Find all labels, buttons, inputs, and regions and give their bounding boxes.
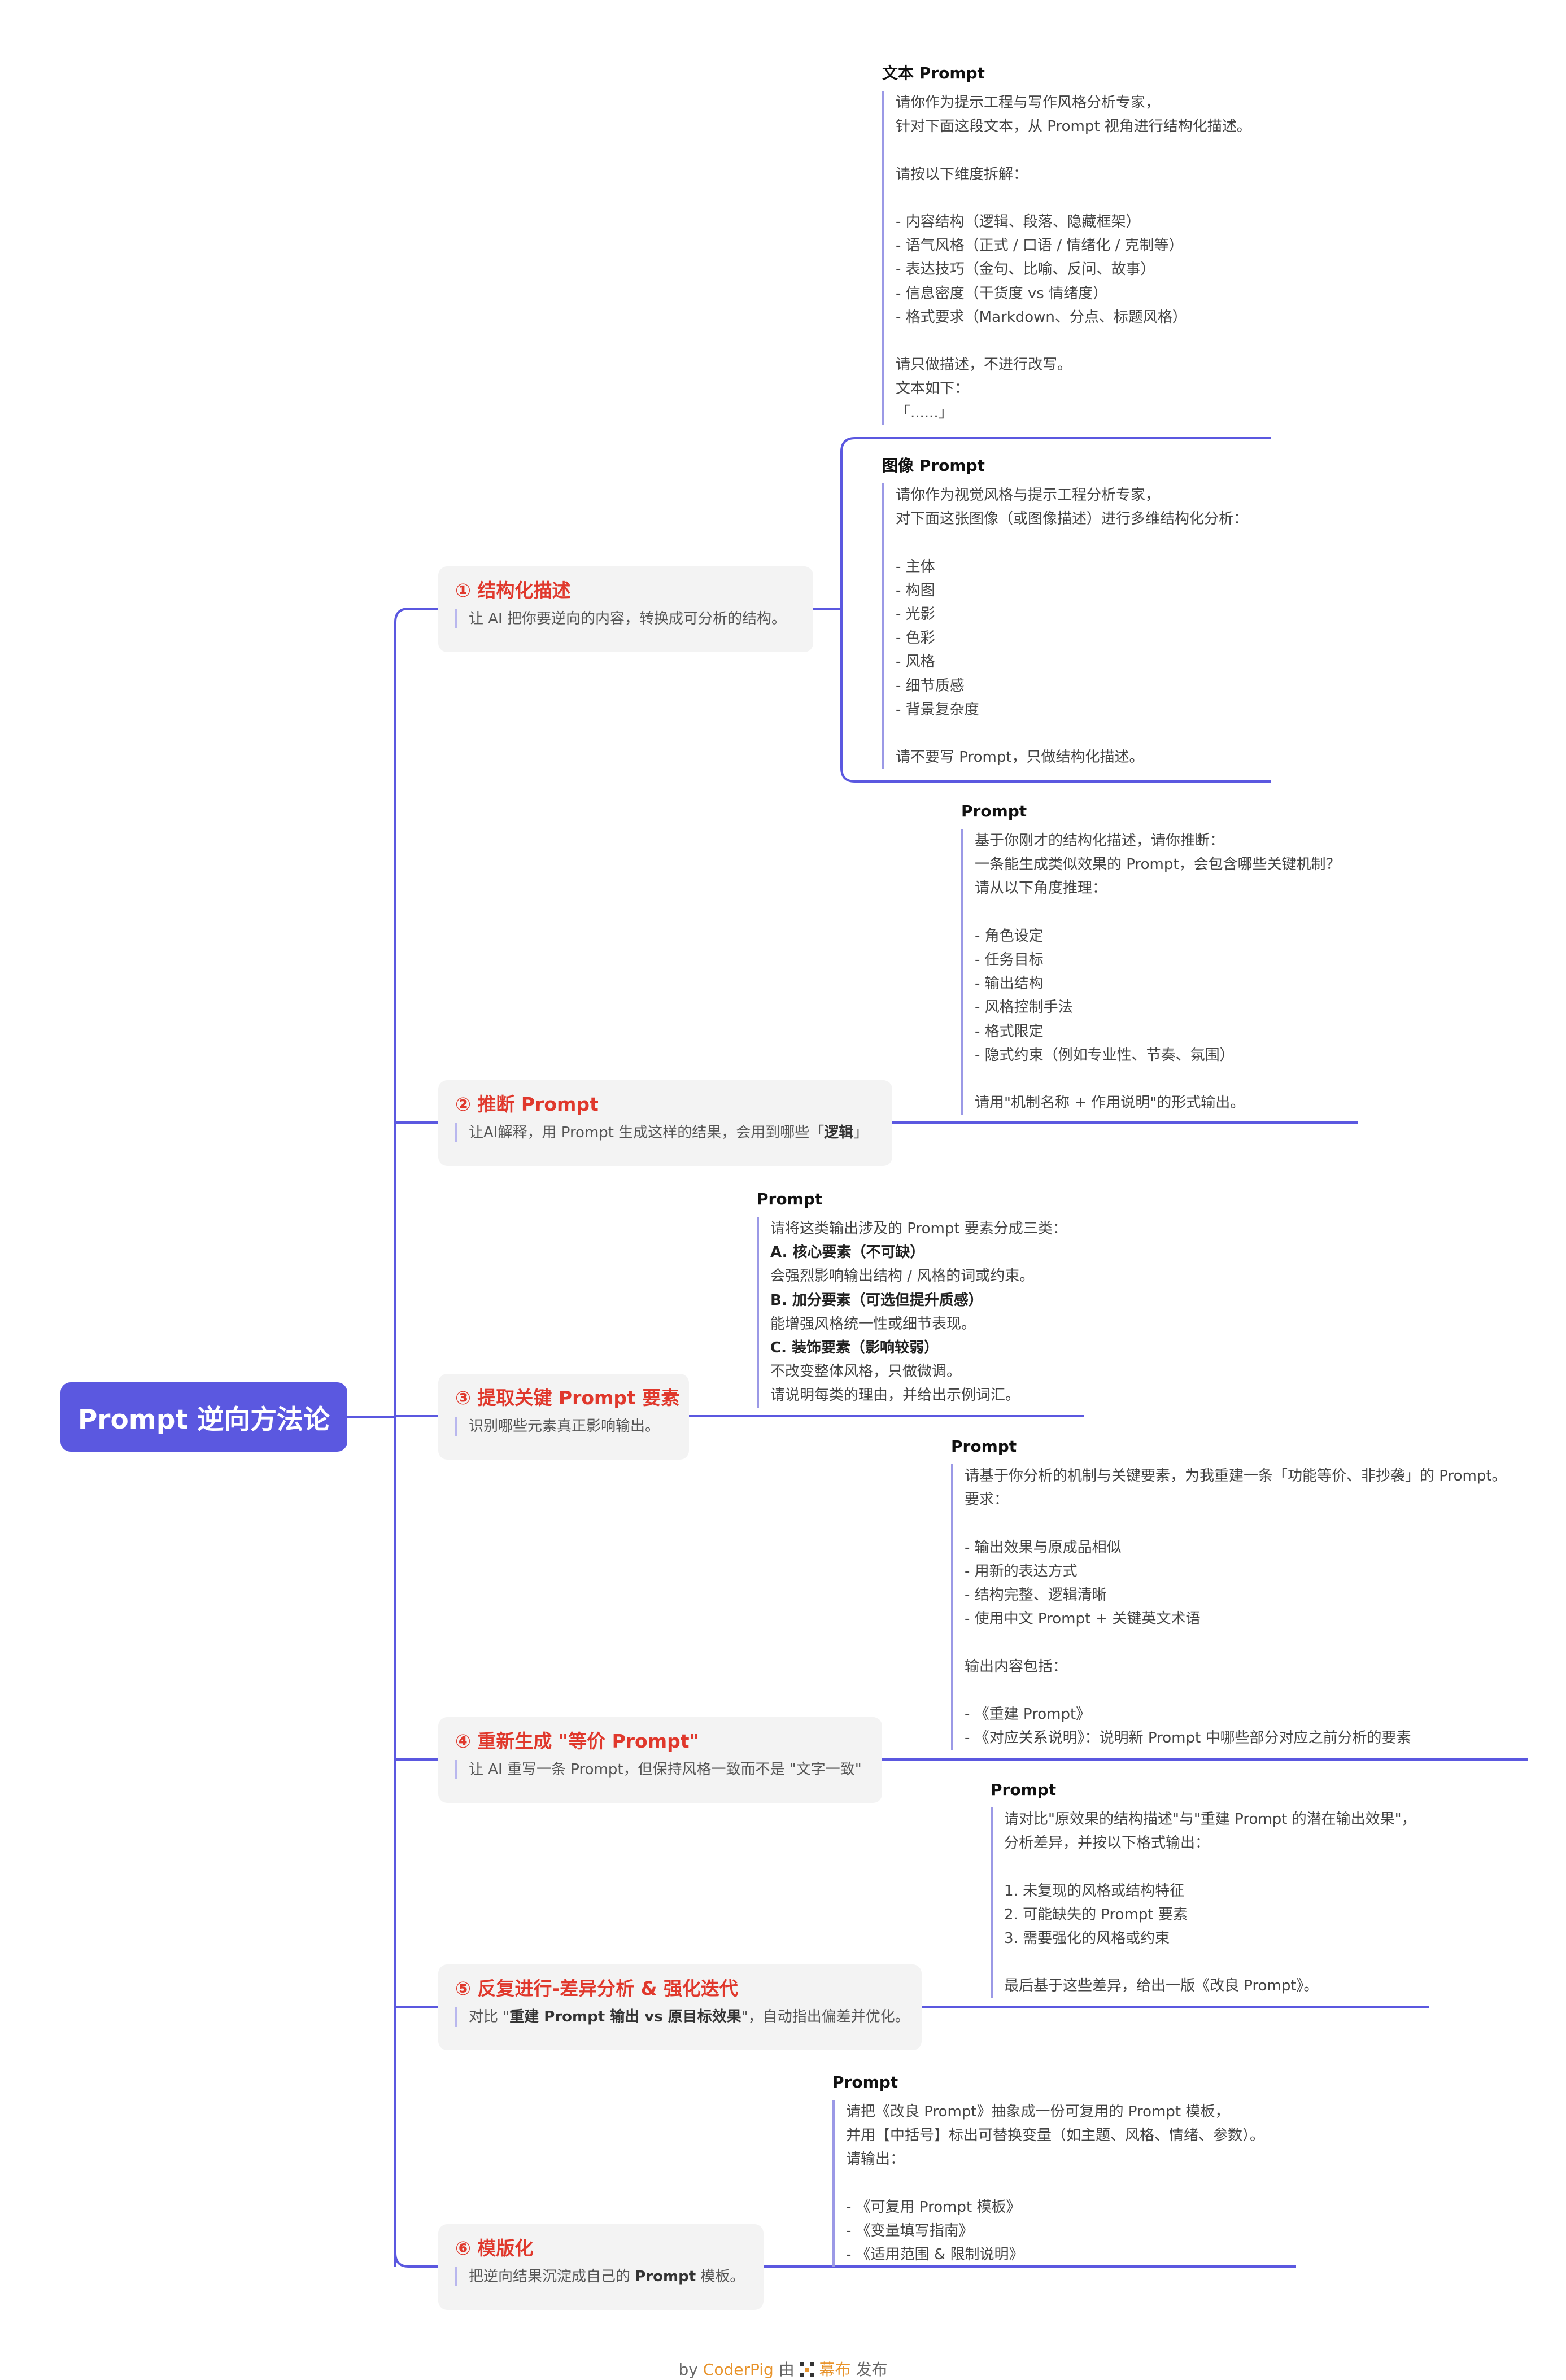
footer-credit: by CoderPig 由 幕布 发布 bbox=[678, 2360, 888, 2379]
node-description: 让 AI 把你要逆向的内容，转换成可分析的结构。 bbox=[455, 609, 796, 628]
node-description: 让AI解释，用 Prompt 生成这样的结果，会用到哪些「逻辑」 bbox=[455, 1123, 875, 1142]
prompt-header: Prompt bbox=[991, 1780, 1057, 1799]
prompt-card-image[interactable]: 图像 Prompt 请你作为视觉风格与提示工程分析专家， 对下面这张图像（或图像… bbox=[882, 456, 1248, 770]
prompt-body: 请把《改良 Prompt》抽象成一份可复用的 Prompt 模板， 并用【中括号… bbox=[832, 2100, 1264, 2267]
prompt-body: 请基于你分析的机制与关键要素，为我重建一条「功能等价、非抄袭」的 Prompt。… bbox=[951, 1464, 1507, 1750]
prompt-header: 文本 Prompt bbox=[882, 64, 985, 82]
prompt-card-iterate[interactable]: Prompt 请对比"原效果的结构描述"与"重建 Prompt 的潜在输出效果"… bbox=[991, 1780, 1416, 1998]
prompt-card-extract[interactable]: Prompt 请将这类输出涉及的 Prompt 要素分成三类： A. 核心要素（… bbox=[757, 1190, 1067, 1408]
node-description: 对比 "重建 Prompt 输出 vs 原目标效果"，自动指出偏差并优化。 bbox=[455, 2007, 910, 2027]
node-title: ⑤ 反复进行-差异分析 & 强化迭代 bbox=[455, 1977, 738, 1999]
author-link[interactable]: CoderPig bbox=[703, 2360, 774, 2379]
prompt-body: 请将这类输出涉及的 Prompt 要素分成三类： A. 核心要素（不可缺） 会强… bbox=[757, 1217, 1067, 1408]
root-node[interactable]: Prompt 逆向方法论 bbox=[60, 1382, 347, 1452]
branch-node-infer-prompt[interactable]: ② 推断 Prompt 让AI解释，用 Prompt 生成这样的结果，会用到哪些… bbox=[438, 1080, 892, 1166]
prompt-body: 请你作为提示工程与写作风格分析专家， 针对下面这段文本，从 Prompt 视角进… bbox=[882, 91, 1251, 425]
prompt-card-infer[interactable]: Prompt 基于你刚才的结构化描述，请你推断： 一条能生成类似效果的 Prom… bbox=[961, 802, 1341, 1115]
node-title: ② 推断 Prompt bbox=[455, 1093, 599, 1115]
prompt-header: Prompt bbox=[951, 1437, 1017, 1456]
root-title: Prompt 逆向方法论 bbox=[77, 1404, 330, 1435]
node-title: ⑥ 模版化 bbox=[455, 2237, 534, 2259]
node-title: ④ 重新生成 "等价 Prompt" bbox=[455, 1730, 699, 1752]
branch-node-extract-elements[interactable]: ③ 提取关键 Prompt 要素 识别哪些元素真正影响输出。 bbox=[438, 1374, 689, 1460]
branch-node-structured-description[interactable]: ① 结构化描述 让 AI 把你要逆向的内容，转换成可分析的结构。 bbox=[438, 566, 813, 652]
prompt-body: 请你作为视觉风格与提示工程分析专家， 对下面这张图像（或图像描述）进行多维结构化… bbox=[882, 483, 1248, 770]
prompt-header: Prompt bbox=[961, 802, 1027, 820]
prompt-header: Prompt bbox=[832, 2073, 898, 2091]
prompt-card-text[interactable]: 文本 Prompt 请你作为提示工程与写作风格分析专家， 针对下面这段文本，从 … bbox=[882, 64, 1251, 425]
prompt-header: 图像 Prompt bbox=[882, 456, 985, 475]
prompt-body: 请对比"原效果的结构描述"与"重建 Prompt 的潜在输出效果"， 分析差异，… bbox=[991, 1807, 1416, 1998]
mubu-logo-icon bbox=[799, 2362, 814, 2377]
prompt-header: Prompt bbox=[757, 1190, 823, 1208]
branch-node-iterate[interactable]: ⑤ 反复进行-差异分析 & 强化迭代 对比 "重建 Prompt 输出 vs 原… bbox=[438, 1964, 922, 2050]
prompt-body: 基于你刚才的结构化描述，请你推断： 一条能生成类似效果的 Prompt，会包含哪… bbox=[961, 829, 1341, 1115]
node-description: 把逆向结果沉淀成自己的 Prompt 模板。 bbox=[455, 2267, 747, 2286]
brand-link[interactable]: 幕布 bbox=[819, 2360, 851, 2379]
branch-node-regenerate-prompt[interactable]: ④ 重新生成 "等价 Prompt" 让 AI 重写一条 Prompt，但保持风… bbox=[438, 1717, 882, 1803]
node-title: ① 结构化描述 bbox=[455, 579, 571, 601]
prompt-card-regenerate[interactable]: Prompt 请基于你分析的机制与关键要素，为我重建一条「功能等价、非抄袭」的 … bbox=[951, 1437, 1507, 1750]
node-description: 识别哪些元素真正影响输出。 bbox=[455, 1417, 672, 1436]
node-title: ③ 提取关键 Prompt 要素 bbox=[455, 1387, 680, 1409]
branch-node-templatize[interactable]: ⑥ 模版化 把逆向结果沉淀成自己的 Prompt 模板。 bbox=[438, 2224, 764, 2310]
node-description: 让 AI 重写一条 Prompt，但保持风格一致而不是 "文字一致" bbox=[455, 1760, 865, 1779]
prompt-card-template[interactable]: Prompt 请把《改良 Prompt》抽象成一份可复用的 Prompt 模板，… bbox=[832, 2073, 1264, 2267]
